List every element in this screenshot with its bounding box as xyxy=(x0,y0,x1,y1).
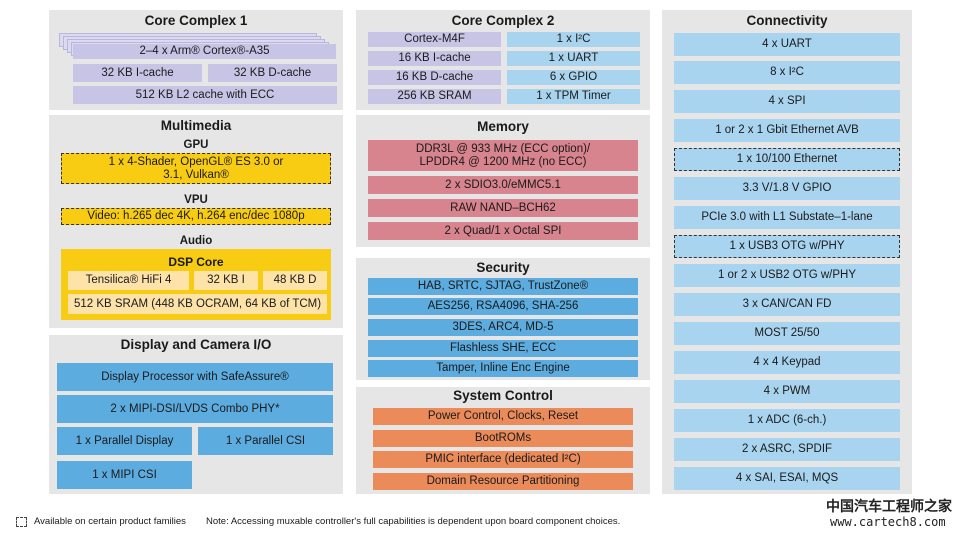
conn-ethernet-10-100: 1 x 10/100 Ethernet xyxy=(674,148,900,171)
cortex-m4f-box: Cortex-M4F xyxy=(368,32,501,47)
core1-icache-box: 32 KB I-cache xyxy=(73,64,202,82)
conn-keypad: 4 x 4 Keypad xyxy=(674,351,900,374)
mipi-csi-box: 1 x MIPI CSI xyxy=(57,461,192,489)
dashed-legend-swatch xyxy=(16,517,27,527)
parallel-csi-box: 1 x Parallel CSI xyxy=(198,427,333,455)
conn-can-fd: 3 x CAN/CAN FD xyxy=(674,293,900,316)
connectivity-title: Connectivity xyxy=(746,13,828,28)
conn-gpio: 3.3 V/1.8 V GPIO xyxy=(674,177,900,200)
core-complex-2-panel: Core Complex 2 Cortex-M4F 16 KB I-cache … xyxy=(356,10,650,110)
flashless-she-box: Flashless SHE, ECC xyxy=(368,340,638,357)
dsp-core-title: DSP Core xyxy=(168,255,224,269)
legend-text: Available on certain product families xyxy=(34,516,186,527)
cortex-a35-box: 2–4 x Arm® Cortex®-A35 xyxy=(73,44,336,59)
conn-uart: 4 x UART xyxy=(674,33,900,56)
aes-rsa-box: AES256, RSA4096, SHA-256 xyxy=(368,298,638,315)
conn-usb2-otg: 1 or 2 x USB2 OTG w/PHY xyxy=(674,264,900,287)
core-complex-2-title: Core Complex 2 xyxy=(451,13,555,28)
multimedia-panel: Multimedia GPU 1 x 4-Shader, OpenGL® ES … xyxy=(49,115,343,328)
pmic-interface-box: PMIC interface (dedicated I²C) xyxy=(373,451,633,468)
conn-pwm: 4 x PWM xyxy=(674,380,900,403)
vpu-label: VPU xyxy=(184,194,208,206)
security-panel: Security HAB, SRTC, SJTAG, TrustZone® AE… xyxy=(356,258,650,380)
vpu-box: Video: h.265 dec 4K, h.264 enc/dec 1080p xyxy=(61,208,331,225)
display-processor-box: Display Processor with SafeAssure® xyxy=(57,363,333,391)
core-complex-1-title: Core Complex 1 xyxy=(144,13,248,28)
core2-sram-box: 256 KB SRAM xyxy=(368,89,501,104)
core2-gpio-box: 6 x GPIO xyxy=(507,70,640,85)
dsp-sram-box: 512 KB SRAM (448 KB OCRAM, 64 KB of TCM) xyxy=(68,294,327,314)
conn-sai-esai-mqs: 4 x SAI, ESAI, MQS xyxy=(674,467,900,490)
core2-dcache-box: 16 KB D-cache xyxy=(368,70,501,85)
core2-tpm-timer-box: 1 x TPM Timer xyxy=(507,89,640,104)
watermark-cn-text: 中国汽车工程师之家 xyxy=(826,498,952,514)
audio-label: Audio xyxy=(179,235,213,247)
multimedia-title: Multimedia xyxy=(160,118,232,133)
core2-icache-box: 16 KB I-cache xyxy=(368,51,501,66)
ddr-lpddr4-box: DDR3L @ 933 MHz (ECC option)/ LPDDR4 @ 1… xyxy=(368,140,638,171)
watermark-url: www.cartech8.com xyxy=(830,515,946,529)
conn-spi: 4 x SPI xyxy=(674,90,900,113)
conn-most: MOST 25/50 xyxy=(674,322,900,345)
dsp-dcache-box: 48 KB D xyxy=(263,271,327,290)
tensilica-hifi4-box: Tensilica® HiFi 4 xyxy=(68,271,189,290)
bootroms-box: BootROMs xyxy=(373,430,633,447)
conn-pcie: PCIe 3.0 with L1 Substate–1-lane xyxy=(674,206,900,229)
system-control-panel: System Control Power Control, Clocks, Re… xyxy=(356,387,650,494)
dsp-icache-box: 32 KB I xyxy=(194,271,258,290)
conn-i2c: 8 x I²C xyxy=(674,61,900,84)
l2-cache-box: 512 KB L2 cache with ECC xyxy=(73,86,337,104)
domain-partitioning-box: Domain Resource Partitioning xyxy=(373,473,633,490)
parallel-display-box: 1 x Parallel Display xyxy=(57,427,192,455)
conn-adc: 1 x ADC (6-ch.) xyxy=(674,409,900,432)
conn-ethernet-avb: 1 or 2 x 1 Gbit Ethernet AVB xyxy=(674,119,900,142)
gpu-box: 1 x 4-Shader, OpenGL® ES 3.0 or 3.1, Vul… xyxy=(61,153,331,184)
mipi-dsi-lvds-box: 2 x MIPI-DSI/LVDS Combo PHY* xyxy=(57,395,333,423)
hab-srtc-box: HAB, SRTC, SJTAG, TrustZone® xyxy=(368,278,638,295)
security-title: Security xyxy=(476,260,530,275)
tamper-engine-box: Tamper, Inline Enc Engine xyxy=(368,360,638,377)
gpu-label: GPU xyxy=(183,139,209,151)
memory-title: Memory xyxy=(477,119,529,134)
connectivity-panel: Connectivity 4 x UART 8 x I²C 4 x SPI 1 … xyxy=(662,10,912,494)
raw-nand-box: RAW NAND–BCH62 xyxy=(368,199,638,217)
core2-uart-box: 1 x UART xyxy=(507,51,640,66)
display-camera-panel: Display and Camera I/O Display Processor… xyxy=(49,335,343,494)
conn-usb3-otg: 1 x USB3 OTG w/PHY xyxy=(674,235,900,258)
3des-arc4-box: 3DES, ARC4, MD-5 xyxy=(368,319,638,336)
system-control-title: System Control xyxy=(453,388,553,403)
quad-octal-spi-box: 2 x Quad/1 x Octal SPI xyxy=(368,222,638,240)
conn-asrc-spdif: 2 x ASRC, SPDIF xyxy=(674,438,900,461)
display-camera-title: Display and Camera I/O xyxy=(120,337,272,352)
core1-dcache-box: 32 KB D-cache xyxy=(208,64,337,82)
core-complex-1-panel: Core Complex 1 2–4 x Arm® Cortex®-A35 32… xyxy=(49,10,343,110)
memory-panel: Memory DDR3L @ 933 MHz (ECC option)/ LPD… xyxy=(356,115,650,247)
footer-note: Note: Accessing muxable controller's ful… xyxy=(206,516,621,527)
core2-i2c-box: 1 x I²C xyxy=(507,32,640,47)
sdio-emmc-box: 2 x SDIO3.0/eMMC5.1 xyxy=(368,176,638,194)
power-control-box: Power Control, Clocks, Reset xyxy=(373,408,633,425)
